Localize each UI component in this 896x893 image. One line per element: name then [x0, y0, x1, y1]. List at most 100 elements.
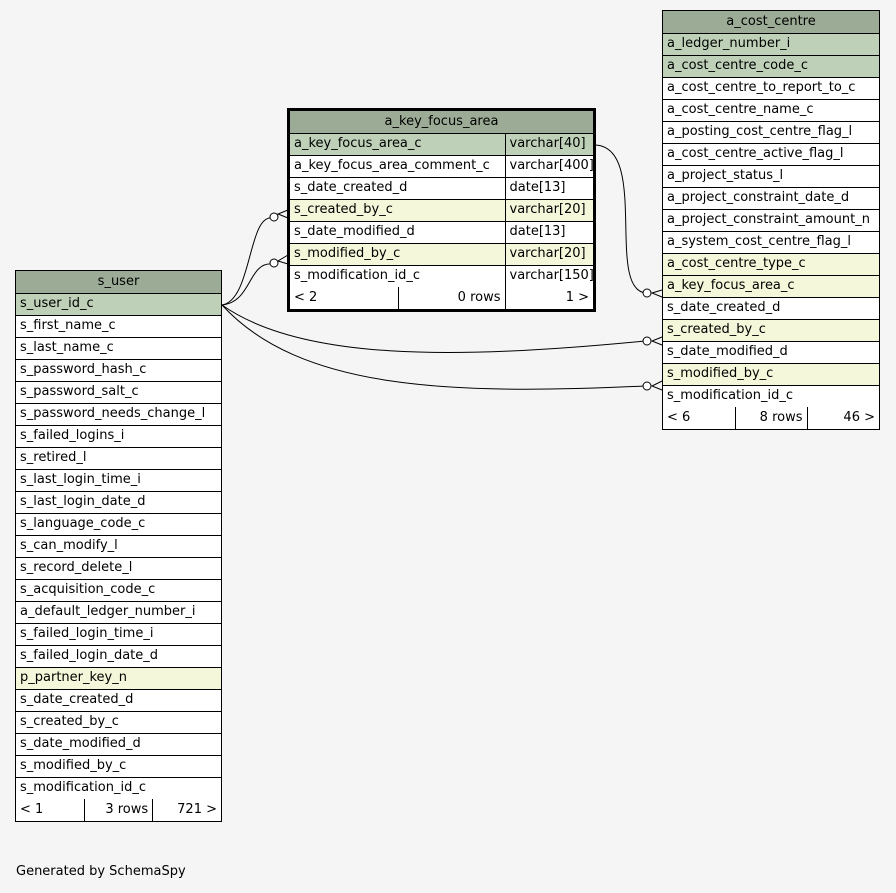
column-row[interactable]: a_default_ledger_number_i — [16, 600, 221, 624]
column-name[interactable]: p_partner_key_n — [16, 666, 221, 690]
column-row[interactable]: s_last_login_date_d — [16, 490, 221, 514]
column-name[interactable]: s_date_modified_d — [290, 220, 506, 244]
column-row[interactable]: s_failed_login_time_i — [16, 622, 221, 646]
column-name[interactable]: s_date_created_d — [16, 688, 221, 712]
column-row[interactable]: a_posting_cost_centre_flag_l — [663, 120, 879, 144]
column-name[interactable]: a_cost_centre_active_flag_l — [663, 142, 879, 166]
column-name[interactable]: s_last_name_c — [16, 336, 221, 360]
column-name[interactable]: s_failed_login_date_d — [16, 644, 221, 668]
column-row[interactable]: a_cost_centre_to_report_to_c — [663, 76, 879, 100]
column-name[interactable]: s_password_salt_c — [16, 380, 221, 404]
column-row[interactable]: s_password_salt_c — [16, 380, 221, 404]
column-row[interactable]: s_retired_l — [16, 446, 221, 470]
column-row[interactable]: s_last_name_c — [16, 336, 221, 360]
table-title[interactable]: s_user — [16, 271, 221, 294]
column-name[interactable]: a_cost_centre_to_report_to_c — [663, 76, 879, 100]
column-row[interactable]: s_modified_by_c — [16, 754, 221, 778]
column-name[interactable]: s_first_name_c — [16, 314, 221, 338]
column-row[interactable]: a_project_constraint_date_d — [663, 186, 879, 210]
column-row[interactable]: a_cost_centre_active_flag_l — [663, 142, 879, 166]
column-name[interactable]: s_modified_by_c — [290, 242, 506, 266]
column-name[interactable]: s_date_created_d — [663, 296, 879, 320]
column-row[interactable]: s_password_needs_change_l — [16, 402, 221, 426]
column-name[interactable]: s_failed_logins_i — [16, 424, 221, 448]
column-name[interactable]: s_date_created_d — [290, 176, 506, 200]
column-name[interactable]: s_date_modified_d — [663, 340, 879, 364]
column-name[interactable]: s_language_code_c — [16, 512, 221, 536]
table-title[interactable]: a_key_focus_area — [290, 111, 593, 134]
column-name[interactable]: s_modification_id_c — [290, 264, 506, 287]
column-name[interactable]: s_retired_l — [16, 446, 221, 470]
column-name[interactable]: s_date_modified_d — [16, 732, 221, 756]
column-row[interactable]: s_created_by_c — [663, 318, 879, 342]
column-row[interactable]: s_acquisition_code_c — [16, 578, 221, 602]
column-name[interactable]: s_user_id_c — [16, 292, 221, 316]
column-name[interactable]: s_created_by_c — [663, 318, 879, 342]
column-row[interactable]: s_created_by_c — [16, 710, 221, 734]
column-name[interactable]: a_key_focus_area_c — [290, 132, 506, 156]
column-row[interactable]: s_date_modified_d — [663, 340, 879, 364]
column-name[interactable]: a_ledger_number_i — [663, 32, 879, 56]
column-name[interactable]: s_last_login_date_d — [16, 490, 221, 514]
column-name[interactable]: a_project_status_l — [663, 164, 879, 188]
column-name[interactable]: a_default_ledger_number_i — [16, 600, 221, 624]
column-name[interactable]: s_last_login_time_i — [16, 468, 221, 492]
column-row[interactable]: a_cost_centre_name_c — [663, 98, 879, 122]
column-name[interactable]: s_failed_login_time_i — [16, 622, 221, 646]
column-name[interactable]: s_can_modify_l — [16, 534, 221, 558]
column-row[interactable]: s_modification_id_c — [16, 776, 221, 799]
column-row[interactable]: s_first_name_c — [16, 314, 221, 338]
column-row[interactable]: a_project_constraint_amount_n — [663, 208, 879, 232]
column-name[interactable]: s_record_delete_l — [16, 556, 221, 580]
parents-count[interactable]: < 2 — [290, 287, 399, 309]
column-name[interactable]: a_posting_cost_centre_flag_l — [663, 120, 879, 144]
column-row[interactable]: s_date_modified_d — [16, 732, 221, 756]
column-row[interactable]: s_can_modify_l — [16, 534, 221, 558]
column-row[interactable]: s_user_id_c — [16, 292, 221, 316]
column-row[interactable]: s_last_login_time_i — [16, 468, 221, 492]
children-count[interactable]: 721 > — [152, 799, 221, 821]
children-count[interactable]: 46 > — [806, 407, 879, 429]
column-name[interactable]: a_project_constraint_date_d — [663, 186, 879, 210]
column-name[interactable]: s_modification_id_c — [663, 384, 879, 407]
column-row[interactable]: a_key_focus_area_c — [663, 274, 879, 298]
column-name[interactable]: s_created_by_c — [16, 710, 221, 734]
column-row[interactable]: a_cost_centre_code_c — [663, 54, 879, 78]
column-row[interactable]: s_failed_logins_i — [16, 424, 221, 448]
children-count[interactable]: 1 > — [504, 287, 593, 309]
column-name[interactable]: s_created_by_c — [290, 198, 506, 222]
column-name[interactable]: a_cost_centre_name_c — [663, 98, 879, 122]
column-name[interactable]: s_password_hash_c — [16, 358, 221, 382]
column-row[interactable]: s_password_hash_c — [16, 358, 221, 382]
column-name[interactable]: a_system_cost_centre_flag_l — [663, 230, 879, 254]
column-name[interactable]: s_acquisition_code_c — [16, 578, 221, 602]
column-row[interactable]: a_cost_centre_type_c — [663, 252, 879, 276]
table-title[interactable]: a_cost_centre — [663, 11, 879, 34]
column-name[interactable]: a_cost_centre_type_c — [663, 252, 879, 276]
column-row[interactable]: s_date_created_d — [663, 296, 879, 320]
column-name[interactable]: s_modified_by_c — [663, 362, 879, 386]
column-name[interactable]: s_modified_by_c — [16, 754, 221, 778]
parents-count[interactable]: < 6 — [663, 407, 736, 429]
column-name[interactable]: a_key_focus_area_c — [663, 274, 879, 298]
column-row[interactable]: s_record_delete_l — [16, 556, 221, 580]
parents-count[interactable]: < 1 — [16, 799, 85, 821]
column-name[interactable]: a_project_constraint_amount_n — [663, 208, 879, 232]
column-row[interactable]: a_project_status_l — [663, 164, 879, 188]
column-row[interactable]: s_failed_login_date_d — [16, 644, 221, 668]
column-name[interactable]: s_modification_id_c — [16, 776, 221, 799]
column-name[interactable]: s_password_needs_change_l — [16, 402, 221, 426]
column-row[interactable]: a_ledger_number_i — [663, 32, 879, 56]
column-name[interactable]: a_cost_centre_code_c — [663, 54, 879, 78]
column-row[interactable]: s_date_created_d — [16, 688, 221, 712]
